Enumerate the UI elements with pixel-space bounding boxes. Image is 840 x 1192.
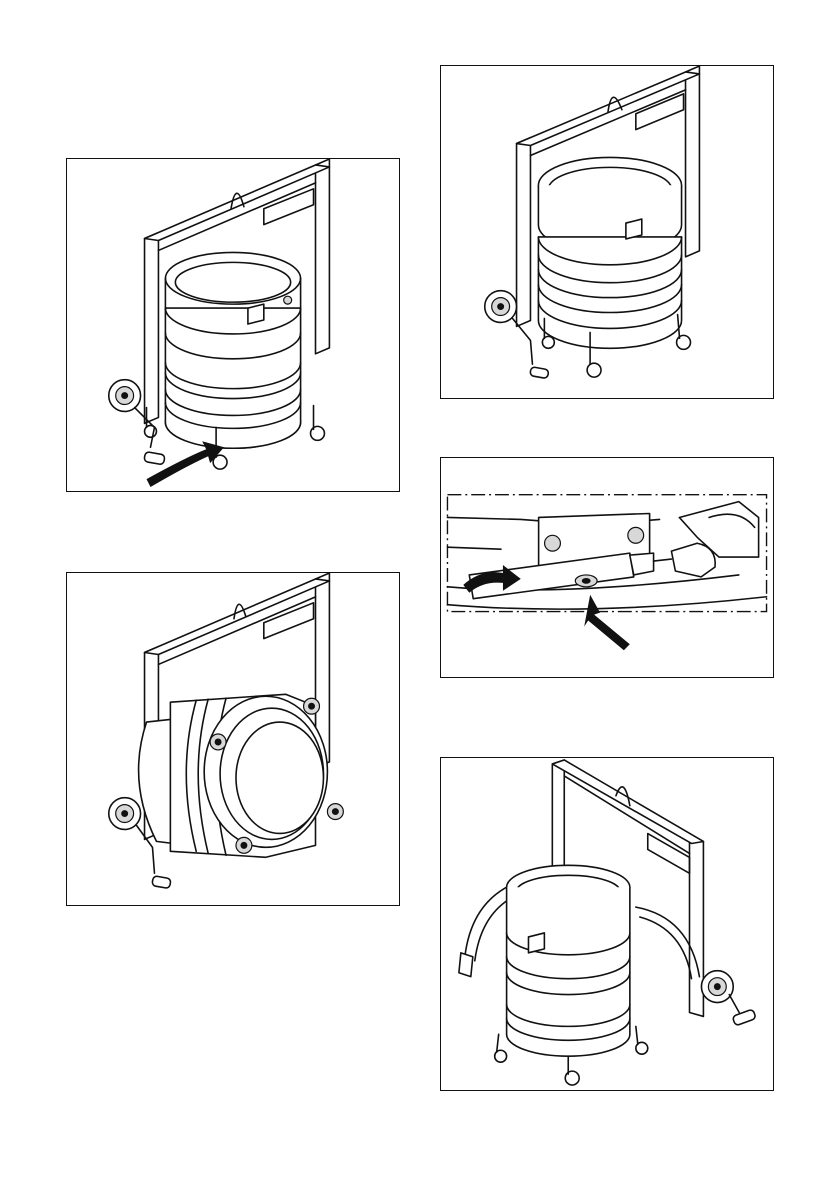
rotate-lamp-yoke-illustration [67, 159, 399, 491]
figure-rotate-lamp [66, 158, 400, 492]
lamp-yoke-vertical-illustration [441, 66, 773, 398]
lamp-front-lens-illustration [67, 573, 399, 905]
figure-lamp-ring-open [440, 757, 774, 1091]
lamp-ring-open-illustration [441, 758, 773, 1090]
pointer-arrow [584, 595, 630, 650]
figure-lamp-front [66, 572, 400, 906]
figure-lamp-upright [440, 65, 774, 399]
lock-lever-detail-illustration [441, 458, 773, 677]
figure-lock-lever-detail [440, 457, 774, 678]
